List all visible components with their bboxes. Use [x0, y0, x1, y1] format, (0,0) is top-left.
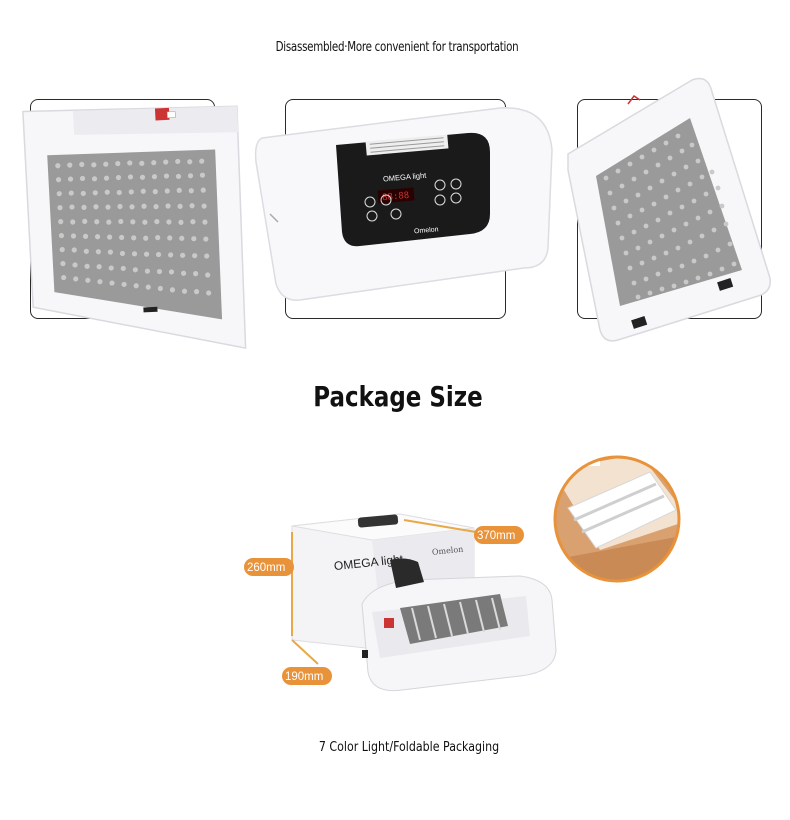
height-dimension-label: 260mm	[247, 562, 285, 574]
center-panel-logo: Omelon	[414, 226, 439, 235]
top-caption: Disassembled·More convenient for transpo…	[275, 40, 519, 55]
width-dimension-label: 190mm	[285, 671, 323, 683]
length-dimension-label: 370mm	[477, 530, 515, 542]
bottom-caption: 7 Color Light/Foldable Packaging	[318, 740, 500, 755]
center-panel-display: 88:88	[382, 191, 410, 203]
box-logo: Omelon	[432, 545, 464, 557]
section-heading: Package Size	[313, 380, 483, 413]
center-panel-brand: OMEGA light	[383, 171, 428, 184]
